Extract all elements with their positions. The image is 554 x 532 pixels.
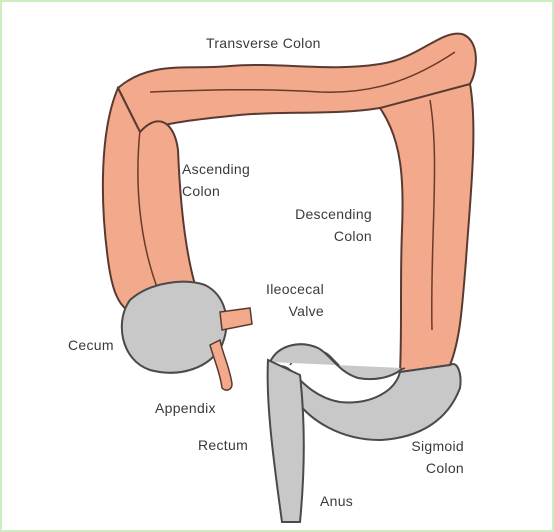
descending-colon-label-line1: Descending: [276, 203, 372, 225]
cecum-shape: [122, 282, 227, 373]
anus-label: Anus: [320, 490, 353, 512]
ileocecal-valve-label-line1: Ileocecal: [232, 278, 324, 300]
appendix-shape: [210, 340, 232, 390]
ileocecal-valve-label: Ileocecal Valve: [232, 278, 324, 322]
appendix-label: Appendix: [155, 397, 216, 419]
cecum-label: Cecum: [68, 334, 114, 356]
descending-colon-label: Descending Colon: [276, 203, 372, 247]
ascending-colon-label-line1: Ascending: [182, 158, 250, 180]
descending-colon-label-line2: Colon: [276, 225, 372, 247]
sigmoid-colon-label-line1: Sigmoid: [378, 435, 464, 457]
sigmoid-colon-label-line2: Colon: [378, 457, 464, 479]
transverse-colon-label: Transverse Colon: [206, 32, 321, 54]
ascending-colon-label: Ascending Colon: [182, 158, 250, 202]
rectum-shape: [268, 360, 304, 522]
sigmoid-colon-label: Sigmoid Colon: [378, 435, 464, 479]
rectum-label: Rectum: [198, 434, 248, 456]
ileocecal-valve-label-line2: Valve: [232, 300, 324, 322]
ascending-colon-label-line2: Colon: [182, 180, 250, 202]
descending-colon-shape: [380, 84, 473, 372]
